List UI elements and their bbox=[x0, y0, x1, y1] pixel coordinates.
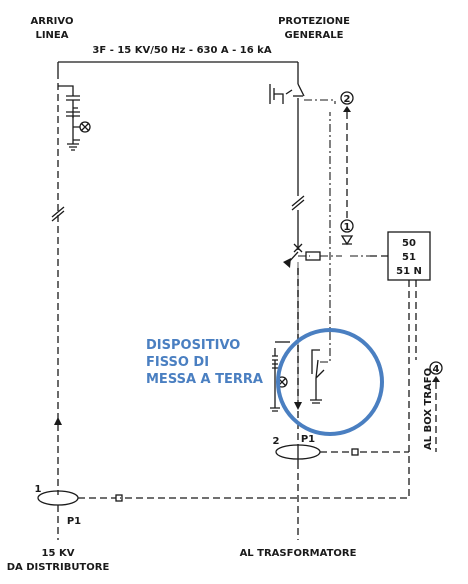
relay-51: 51 bbox=[402, 252, 416, 263]
relay-50: 50 bbox=[402, 238, 416, 249]
bottom-right-trasformatore: AL TRASFORMATORE bbox=[240, 548, 357, 559]
dispositivo-label: DISPOSITIVO bbox=[146, 338, 240, 353]
voltage-indicator-left bbox=[58, 85, 91, 151]
protezione-label: PROTEZIONE bbox=[278, 16, 350, 27]
right-cable-marks bbox=[291, 195, 305, 211]
marker-1-circle bbox=[340, 219, 354, 233]
marker-4-text: 4 bbox=[433, 364, 440, 375]
marker-2-circle bbox=[340, 91, 354, 105]
left-cable-marks bbox=[51, 206, 65, 222]
marker-2-arrow bbox=[343, 106, 351, 112]
ct-right-number: 2 bbox=[273, 436, 280, 447]
breaker-symbol bbox=[283, 243, 303, 268]
ct-right-terminal bbox=[351, 448, 359, 456]
marker-1-text: 1 bbox=[344, 222, 351, 233]
mech-link-top bbox=[304, 99, 336, 104]
earth-switch-top bbox=[269, 83, 305, 196]
breaker-coil bbox=[305, 251, 321, 261]
marker-4-arrow bbox=[432, 376, 440, 382]
messa-a-terra-label: MESSA A TERRA bbox=[146, 372, 263, 387]
linea-label: LINEA bbox=[35, 30, 68, 41]
bottom-left-kv: 15 KV bbox=[42, 548, 75, 559]
ct-right-p1: P1 bbox=[301, 434, 315, 445]
ct-left-p1: P1 bbox=[67, 516, 81, 527]
bottom-left-distributore: DA DISTRIBUTORE bbox=[7, 562, 110, 573]
marker-1-symbol bbox=[340, 235, 354, 246]
line-spec-label: 3F - 15 KV/50 Hz - 630 A - 16 kA bbox=[92, 45, 271, 56]
relay-box bbox=[387, 231, 431, 281]
marker-4-circle bbox=[429, 361, 443, 375]
marker-2-text: 2 bbox=[344, 94, 351, 105]
ct-left-terminal bbox=[115, 494, 123, 502]
left-up-arrow bbox=[54, 417, 62, 425]
al-box-trafo-label: AL BOX TRAFO bbox=[423, 368, 434, 450]
fisso-di-label: FISSO DI bbox=[146, 355, 209, 370]
arrivo-label: ARRIVO bbox=[31, 16, 74, 27]
ct-left-number: 1 bbox=[35, 484, 42, 495]
generale-label: GENERALE bbox=[285, 30, 344, 41]
relay-51n: 51 N bbox=[396, 266, 422, 277]
relay-to-ct-line bbox=[120, 280, 410, 499]
earthing-highlight-circle bbox=[276, 328, 384, 436]
